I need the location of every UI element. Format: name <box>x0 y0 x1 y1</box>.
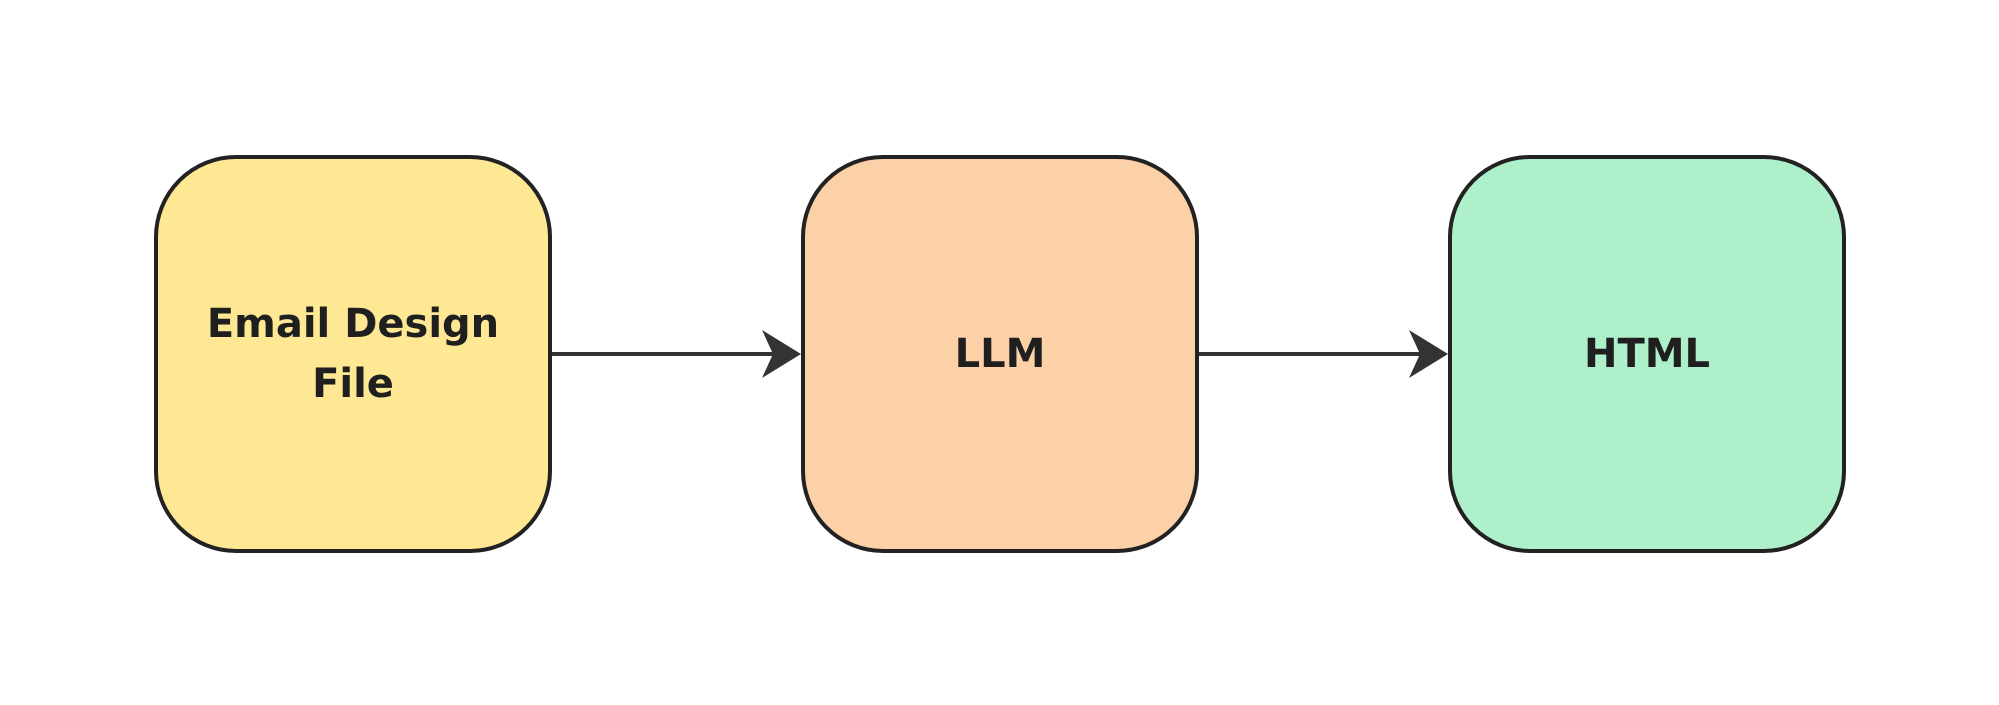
node-email-design-file[interactable]: Email Design File <box>154 155 552 553</box>
edge-llm-to-html <box>1199 330 1448 378</box>
arrowhead-icon <box>762 330 801 378</box>
node-llm[interactable]: LLM <box>801 155 1199 553</box>
edge-email-to-llm <box>552 330 801 378</box>
node-label: HTML <box>1583 331 1711 377</box>
node-html[interactable]: HTML <box>1448 155 1846 553</box>
arrowhead-icon <box>1409 330 1448 378</box>
node-label: LLM <box>954 331 1046 377</box>
node-label: Email Design File <box>206 301 500 407</box>
